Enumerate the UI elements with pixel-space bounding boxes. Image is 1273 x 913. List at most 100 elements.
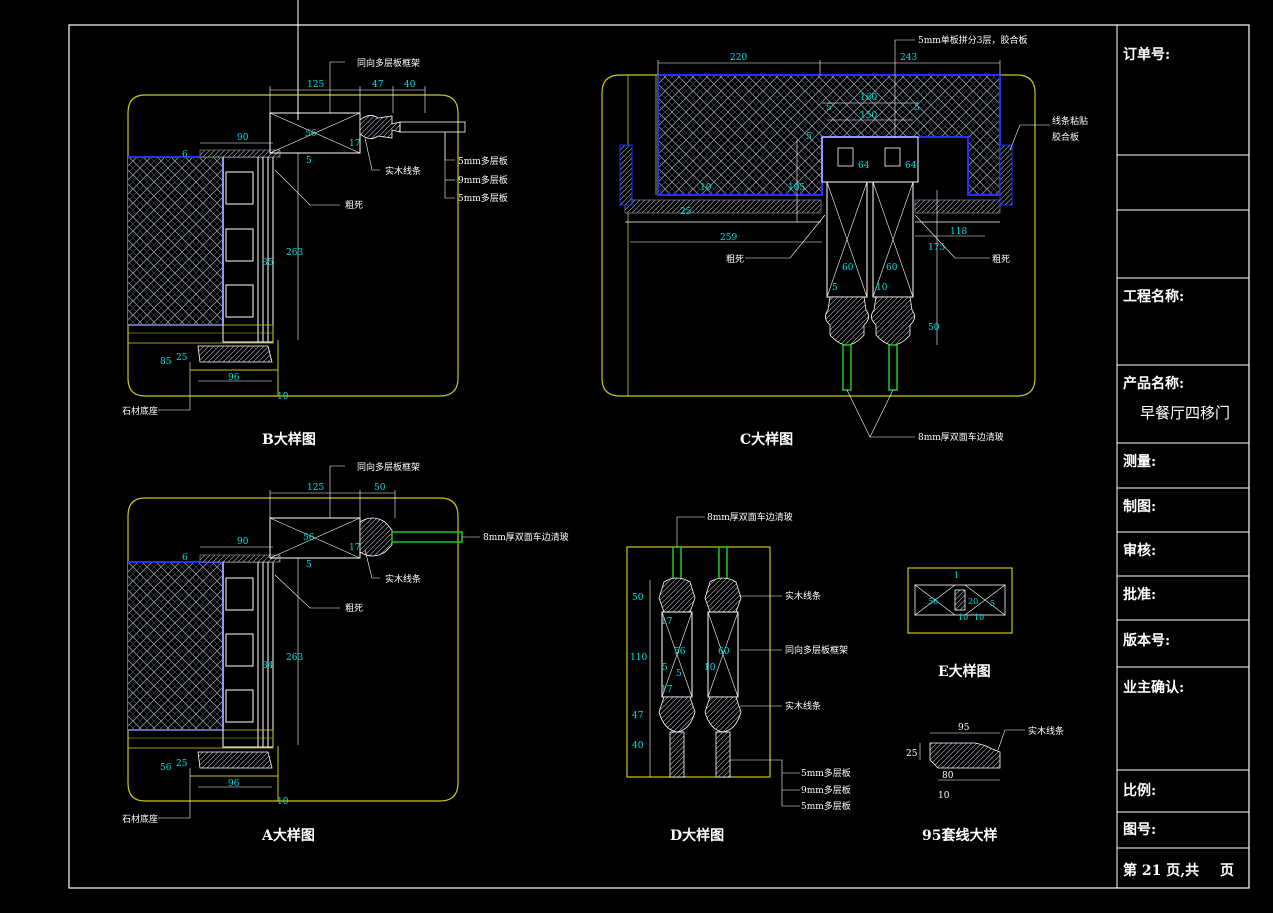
view-b-wall-hatch [128, 157, 223, 325]
caption-e: E大样图 [938, 663, 991, 680]
a-dim: 263 [286, 653, 303, 663]
b-dim: 40 [404, 80, 416, 90]
c-dim: 25 [680, 207, 692, 217]
c-label-top-note: 5mm单板拼分3层，胶合板 [918, 34, 1028, 46]
a-label-stone-base: 石材底座 [122, 813, 158, 825]
sheet-border [68, 24, 1250, 889]
a-label-frame: 同向多层板框架 [357, 461, 420, 473]
a-label-fixed: 粗死 [345, 602, 363, 614]
d-dim: 47 [632, 711, 644, 721]
c-dim: 5 [832, 283, 838, 293]
c-dim: 105 [788, 183, 805, 193]
d-dim: 60 [718, 647, 730, 657]
a-dim: 17 [349, 543, 361, 553]
d-dim: 50 [632, 593, 644, 603]
b-dim: 10 [277, 392, 289, 402]
d-label-ply9: 9mm多层板 [801, 784, 851, 796]
d-dim: 56 [674, 647, 686, 657]
view-a [127, 465, 480, 819]
a-dim: 56 [303, 533, 315, 543]
e-dim: 10 [974, 613, 984, 622]
b-dim: 263 [286, 248, 303, 258]
d-dim: 10 [704, 663, 716, 673]
view-c-outline [601, 74, 1036, 397]
c-dim: 5 [826, 103, 832, 113]
d-label-wood-line2: 实木线条 [785, 700, 821, 712]
a-dim: 56 [160, 763, 172, 773]
trim-dim: 25 [906, 749, 918, 759]
a-dim: 34 [262, 661, 274, 671]
b-label-ply9: 9mm多层板 [458, 174, 508, 186]
e-dim: 5 [990, 599, 995, 608]
trim-dim: 95 [958, 723, 970, 733]
c-label-right-note1: 线条粘贴 [1052, 115, 1088, 127]
c-dim: 60 [842, 263, 854, 273]
b-dim: 17 [349, 139, 361, 149]
b-label-fixed: 粗死 [345, 199, 363, 211]
a-dim: 90 [237, 537, 249, 547]
caption-d: D大样图 [670, 827, 724, 844]
view-b-outline [127, 94, 459, 397]
e-dim: 20 [968, 597, 978, 606]
d-dim: 17 [661, 617, 673, 627]
d-dim: 17 [661, 685, 673, 695]
b-dim: 25 [176, 353, 188, 363]
d-label-ply5b: 5mm多层板 [801, 800, 851, 812]
d-dim: 5 [662, 663, 668, 673]
view-d-outline [626, 546, 771, 778]
e-dim: 56 [928, 597, 938, 606]
c-dim: 50 [928, 323, 940, 333]
view-b-top [127, 61, 466, 411]
a-dim: 10 [277, 797, 289, 807]
view-c-ceiling-hatch [657, 74, 1001, 196]
trim-dim: 80 [942, 771, 954, 781]
trim-dim: 10 [938, 791, 950, 801]
caption-c: C大样图 [740, 431, 793, 448]
view-a-wall-hatch [128, 562, 223, 730]
b-label-stone-base: 石材底座 [122, 405, 158, 417]
view-d [626, 516, 800, 807]
d-label-glass: 8mm厚双面车边清玻 [707, 511, 793, 523]
b-dim: 5 [306, 156, 312, 166]
d-label-ply5a: 5mm多层板 [801, 767, 851, 779]
c-dim: 118 [950, 227, 967, 237]
view-e-outline [907, 567, 1013, 634]
d-dim: 110 [630, 653, 647, 663]
d-dim: 40 [632, 741, 644, 751]
d-dim: 5 [676, 669, 682, 679]
c-dim: 175 [928, 243, 945, 253]
title-block [1116, 25, 1249, 888]
a-dim: 5 [306, 560, 312, 570]
view-c [601, 39, 1050, 438]
b-label-wood-line: 实木线条 [385, 165, 421, 177]
d-label-frame: 同向多层板框架 [785, 644, 848, 656]
b-label-ply5b: 5mm多层板 [458, 192, 508, 204]
c-dim: 64 [858, 161, 870, 171]
b-label-ply5a: 5mm多层板 [458, 155, 508, 167]
a-dim: 96 [228, 779, 240, 789]
c-dim: 243 [900, 53, 917, 63]
a-dim: 6 [182, 553, 188, 563]
b-dim: 47 [372, 80, 384, 90]
c-dim: 160 [860, 93, 877, 103]
b-dim: 96 [228, 373, 240, 383]
c-dim: 60 [886, 263, 898, 273]
b-dim: 90 [237, 133, 249, 143]
e-dim: 1 [954, 571, 959, 580]
view-e [907, 567, 1013, 634]
d-label-wood-line1: 实木线条 [785, 590, 821, 602]
b-dim: 35 [262, 258, 274, 268]
c-label-glass: 8mm厚双面车边清玻 [918, 431, 1004, 443]
b-label-frame: 同向多层板框架 [357, 57, 420, 69]
a-label-glass: 8mm厚双面车边清玻 [483, 531, 569, 543]
a-dim: 25 [176, 759, 188, 769]
c-dim: 5 [806, 132, 812, 142]
e-dim: 10 [958, 613, 968, 622]
a-dim: 125 [307, 483, 324, 493]
c-label-right-note2: 胶合板 [1052, 131, 1079, 143]
c-dim: 220 [730, 53, 747, 63]
b-dim: 85 [160, 357, 172, 367]
b-dim: 56 [305, 129, 317, 139]
c-dim: 5 [914, 103, 920, 113]
